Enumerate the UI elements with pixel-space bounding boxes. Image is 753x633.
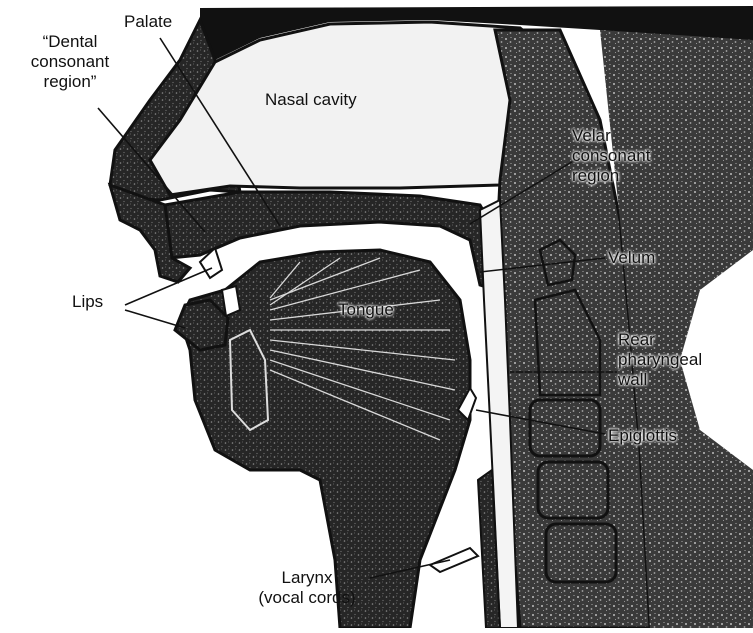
- label-larynx-line2: (vocal cords): [240, 588, 374, 608]
- label-velar-line3: region: [572, 166, 650, 186]
- label-dental-line3: region”: [20, 72, 120, 92]
- label-velar-line2: consonant: [572, 146, 650, 166]
- label-rear-pharyngeal-wall: Rear pharyngeal wall: [618, 330, 702, 390]
- label-larynx-line1: Larynx: [240, 568, 374, 588]
- lower-teeth: [222, 286, 240, 316]
- label-nasal-cavity: Nasal cavity: [265, 90, 357, 110]
- label-lips: Lips: [72, 292, 103, 312]
- label-rear-line3: wall: [618, 370, 702, 390]
- label-velar-consonant-region: Velar consonant region: [572, 126, 650, 186]
- label-palate: Palate: [124, 12, 172, 32]
- label-velar-line1: Velar: [572, 126, 650, 146]
- label-epiglottis: Epiglottis: [608, 426, 677, 446]
- label-dental-line2: consonant: [20, 52, 120, 72]
- label-dental-consonant-region: “Dental consonant region”: [20, 32, 120, 92]
- label-larynx: Larynx (vocal cords): [240, 568, 374, 608]
- larynx-fold: [430, 548, 478, 572]
- label-dental-line1: “Dental: [20, 32, 120, 52]
- label-rear-line2: pharyngeal: [618, 350, 702, 370]
- lips-lower-leader: [125, 310, 185, 328]
- label-velum: Velum: [608, 248, 655, 268]
- label-rear-line1: Rear: [618, 330, 702, 350]
- label-tongue: Tongue: [338, 300, 394, 320]
